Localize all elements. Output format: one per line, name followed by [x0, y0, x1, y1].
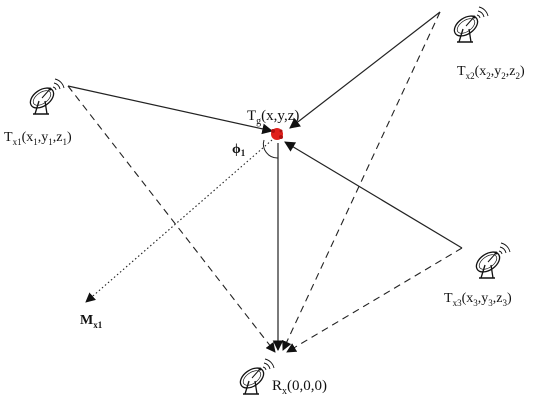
tx1-coord-part: ): [67, 130, 72, 145]
tx2-coord-part: ,y: [491, 64, 502, 79]
tx2-coord-part: 2: [501, 71, 506, 81]
tx2-coord-part: ): [520, 64, 525, 79]
tx2-coord-part: ,z: [506, 64, 516, 79]
tx1-coord-part: 1: [62, 137, 67, 147]
tx2-satellite-dish-icon: [450, 6, 489, 43]
tx2-coord-part: 2: [515, 71, 520, 81]
tx3-satellite-dish-icon: [472, 242, 511, 279]
tx1-coord-part: 1: [33, 137, 38, 147]
tx3-label: Tx3(x3,y3,z3): [444, 291, 512, 308]
target-marker: [271, 128, 283, 140]
rx-satellite-dish-icon: [236, 358, 275, 395]
path-tx1-to-target: [67, 85, 274, 135]
tx3-coord-part: 3: [473, 298, 478, 308]
tx1-coord-part: 1: [48, 137, 53, 147]
angle-phi1-label: ϕ1: [232, 142, 246, 158]
target-label: Tg(x,y,z): [247, 108, 299, 127]
tx1-coord-part: ,z: [53, 130, 63, 145]
tx3-coord-part: 3: [488, 298, 493, 308]
rx-label: Rx(0,0,0): [272, 378, 327, 397]
tx3-coord-part: (x: [462, 291, 474, 306]
tx3-coord-part: ): [507, 291, 512, 306]
direct-path-tx3-to-rx: [286, 247, 463, 353]
tx2-coord-part: (x: [475, 64, 487, 79]
tx2-label: Tx2(x2,y2,z2): [457, 64, 525, 81]
tx1-satellite-dish-icon: [26, 78, 65, 115]
tx1-coord-part: (x: [22, 130, 34, 145]
mirror-direction-line: [85, 139, 273, 303]
mirror-label: Mx1: [80, 313, 103, 330]
tx1-label: Tx1(x1,y1,z1): [4, 130, 72, 147]
tx3-coord-part: 3: [502, 298, 507, 308]
angle-phi1-arc: [262, 139, 279, 159]
tx2-coord-part: 2: [486, 71, 491, 81]
direct-path-tx1-to-rx: [67, 85, 276, 353]
path-tx2-to-target: [289, 11, 441, 129]
tx3-coord-part: ,z: [493, 291, 503, 306]
direct-path-tx2-to-rx: [282, 11, 441, 351]
tx3-coord-part: ,y: [478, 291, 489, 306]
tx1-coord-part: ,y: [38, 130, 49, 145]
path-tx3-to-target: [284, 141, 463, 249]
